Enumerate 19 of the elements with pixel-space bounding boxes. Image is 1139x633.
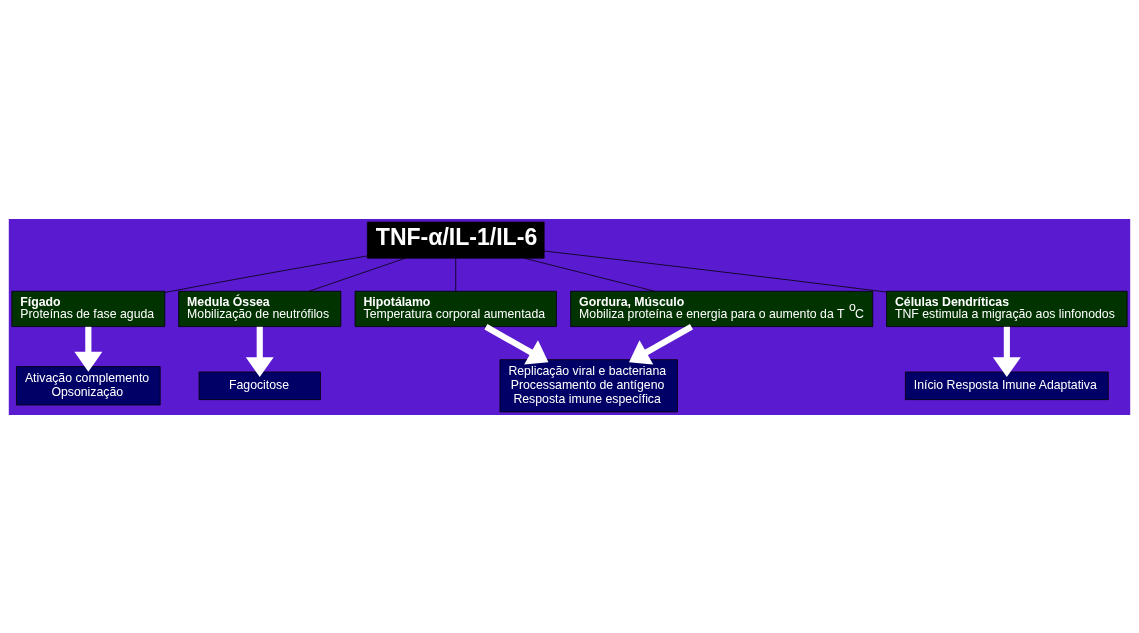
node-box: TNF-α/IL-1/IL-6 [366, 221, 545, 259]
node-box: Fígado Proteínas de fase aguda [11, 290, 166, 327]
connector [455, 257, 457, 292]
connector [543, 250, 887, 292]
node-box: Hipotálamo Temperatura corporal aumentada [354, 290, 557, 327]
arrow [484, 323, 549, 365]
node-box: Início Resposta Imune Adaptativa [905, 371, 1109, 400]
arrow [245, 326, 274, 377]
connector [523, 257, 656, 292]
arrow [992, 326, 1021, 377]
node-box: Medula Óssea Mobilização de neutrófilos [178, 290, 342, 327]
connector [308, 257, 406, 292]
node-box: Ativação complemento Opsonização [16, 365, 161, 405]
node-box: Fagocitose [198, 371, 321, 400]
node-box: Replicação viral e bacteriana Processamento de antígeno Resposta imune específica [499, 358, 678, 412]
node-box: Células Dendríticas TNF estimula a migração aos linfonodos [886, 290, 1128, 327]
arrow [74, 326, 103, 372]
arrow [629, 323, 694, 365]
connector [164, 255, 368, 293]
